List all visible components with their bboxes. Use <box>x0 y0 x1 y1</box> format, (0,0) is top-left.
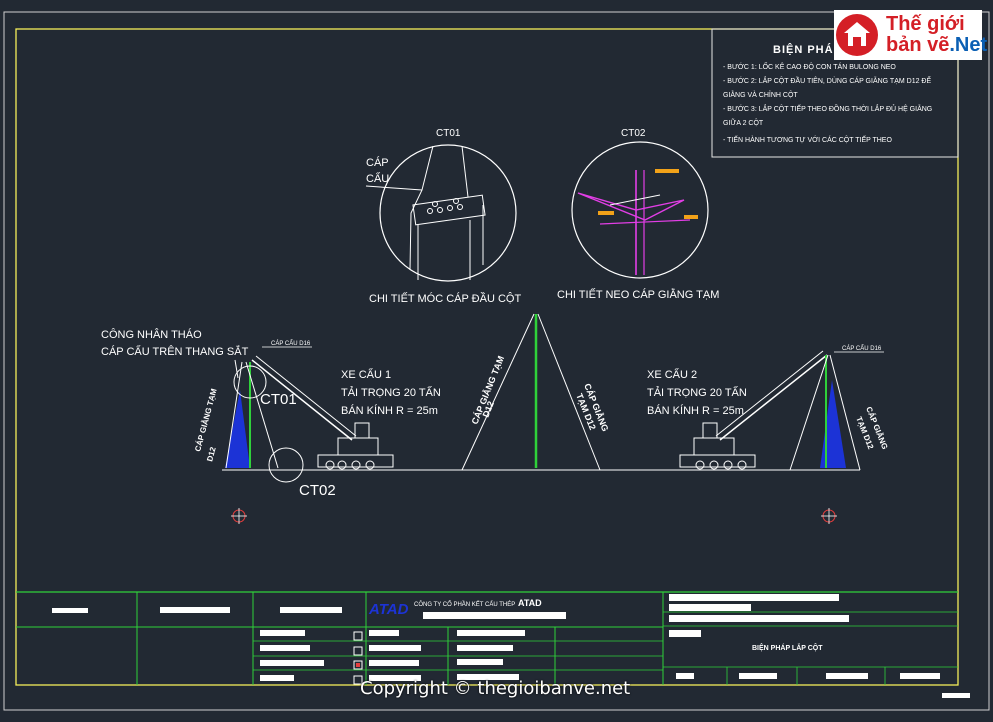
logo-line2-part1: bản vẽ <box>886 34 950 56</box>
logo-line2-part2: .Net <box>949 34 988 56</box>
title-block: ATAD CÔNG TY CỔ PHẦN KẾT CẤU THÉP ATAD B… <box>16 591 970 698</box>
detail-ct02-label: CT02 <box>621 128 646 139</box>
crane1-load: TẢI TRỌNG 20 TẤN <box>341 386 441 399</box>
ct01-tag: CT01 <box>260 391 297 408</box>
cap-cau-d16-left: CÁP CẨU D16 <box>271 340 311 347</box>
middle-column: CÁP GIẰNG TẠM D12 CÁP GIẰNG TẠM D12 <box>461 313 610 471</box>
crane-2: XE CẨU 2 TẢI TRỌNG 20 TẤN BÁN KÍNH R = 2… <box>647 350 828 470</box>
notes-line: - BƯỚC 3: LẮP CỘT TIẾP THEO ĐỒNG THỜI LẮ… <box>723 103 932 113</box>
notes-box: BIỆN PHÁ - BƯỚC 1: LỐC KÊ CAO ĐỘ CON TÁN… <box>711 28 959 158</box>
axis-markers <box>231 508 837 524</box>
ct02-caption: CHI TIẾT NEO CÁP GIẰNG TẠM <box>557 288 719 301</box>
worker-note-1: CÔNG NHÂN THÁO <box>101 328 202 341</box>
crane2-load: TẢI TRỌNG 20 TẤN <box>647 386 747 399</box>
site-logo[interactable]: Thế giới bản vẽ.Net <box>834 10 987 60</box>
company-name: CÔNG TY CỔ PHẦN KẾT CẤU THÉP <box>414 601 515 608</box>
worker-note-2: CÁP CẨU TRÊN THANG SẮT <box>101 345 249 358</box>
sheet-border <box>3 11 990 711</box>
ct01-caption: CHI TIẾT MÓC CÁP ĐẦU CỘT <box>369 292 521 305</box>
crane2-name: XE CẨU 2 <box>647 368 697 381</box>
notes-line: - BƯỚC 1: LỐC KÊ CAO ĐỘ CON TÁN BULONG N… <box>723 61 896 71</box>
guy-left-label-1: CÁP GIẰNG TẠM <box>193 387 219 452</box>
crane-1: XE CẨU 1 TẢI TRỌNG 20 TẤN BÁN KÍNH R = 2… <box>251 355 441 470</box>
right-column-assembly: CÁP CẨU D16 CÁP GIẰNG TẠM D12 <box>789 345 889 471</box>
notes-title: BIỆN PHÁ <box>773 43 834 56</box>
cap-cau-label-2: CẨU <box>366 172 389 185</box>
company-logo: ATAD <box>368 601 409 618</box>
detail-ct01-label: CT01 <box>436 128 461 139</box>
crane2-radius: BÁN KÍNH R = 25m <box>647 404 744 417</box>
house-icon <box>836 14 878 56</box>
logo-line1: Thế giới <box>886 13 965 35</box>
cap-cau-d16-right: CÁP CẨU D16 <box>842 345 882 352</box>
drawing-frame <box>15 28 959 686</box>
detail-ct02: CT02 CHI TIẾT NEO CÁP GIẰNG TẠM <box>557 128 719 301</box>
logo-line2: bản vẽ.Net <box>886 34 987 57</box>
detail-ct01: CT01 CÁP CẨU CHI TIẾT MÓC CÁP ĐẦU CỘT <box>365 128 521 305</box>
crane1-name: XE CẨU 1 <box>341 368 391 381</box>
left-column-assembly: CÔNG NHÂN THÁO CÁP CẨU TRÊN THANG SẮT CÁ… <box>101 328 336 499</box>
ct02-tag: CT02 <box>299 482 336 499</box>
drawing-title: BIỆN PHÁP LẮP CỘT <box>752 643 823 652</box>
cap-cau-label-1: CÁP <box>366 156 389 169</box>
crane1-radius: BÁN KÍNH R = 25m <box>341 404 438 417</box>
notes-line: GIỮA 2 CỘT <box>723 118 764 127</box>
guy-left-label-2: D12 <box>205 445 218 462</box>
notes-line: GIẰNG VÀ CHỈNH CỘT <box>723 90 798 99</box>
notes-line: - TIẾN HÀNH TƯƠNG TỰ VỚI CÁC CỘT TIẾP TH… <box>723 134 892 144</box>
notes-line: - BƯỚC 2: LẮP CỘT ĐẦU TIÊN, DÙNG CÁP GIẰ… <box>723 75 931 85</box>
company-short: ATAD <box>518 598 542 608</box>
copyright-watermark: Copyright © thegioibanve.net <box>360 678 631 699</box>
